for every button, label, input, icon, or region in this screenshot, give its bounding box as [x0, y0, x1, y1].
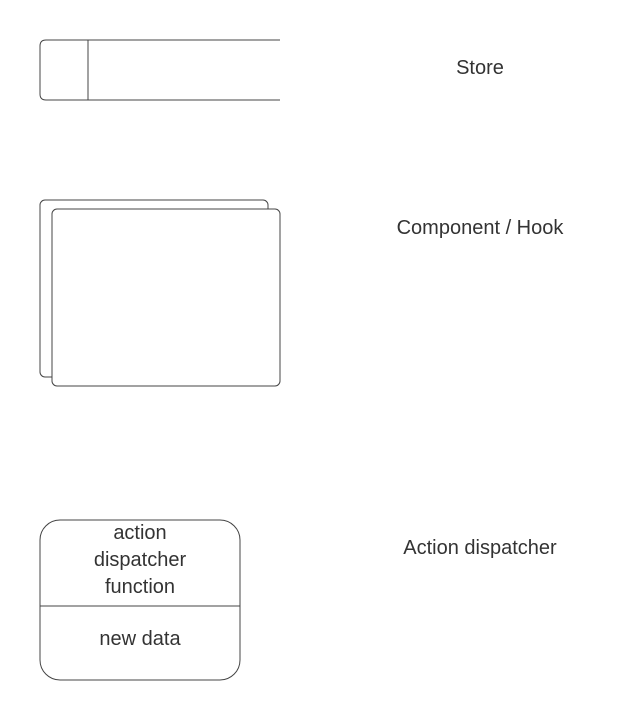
store-label: Store	[456, 57, 504, 79]
component-hook-label: Component / Hook	[396, 217, 564, 239]
store-shape-outline	[39, 39, 280, 101]
action-dispatcher-bottom-text: new data	[99, 628, 181, 650]
component-shape	[39, 199, 281, 387]
store-shape	[39, 39, 280, 101]
action-dispatcher-top-text: action dispatcher function	[93, 522, 187, 598]
action-dispatcher-label: Action dispatcher	[403, 537, 557, 559]
action-dispatcher-shape-outline	[39, 519, 241, 681]
action-dispatcher-shape	[39, 519, 241, 681]
component-shape-front-card	[51, 208, 281, 387]
